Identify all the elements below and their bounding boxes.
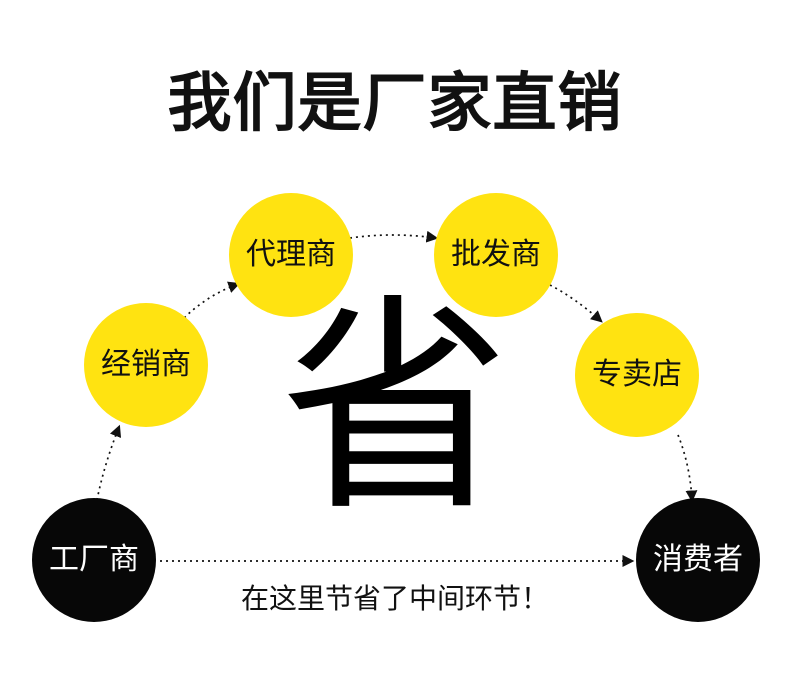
page-title: 我们是厂家直销 xyxy=(167,67,623,141)
arrow-agent-to-wholesaler xyxy=(349,230,439,243)
node-consumer-label: 消费者 xyxy=(653,542,743,577)
node-consumer: 消费者 xyxy=(636,498,760,622)
footer-caption: 在这里节省了中间环节！ xyxy=(240,582,549,615)
arrow-factory-to-distributor xyxy=(96,424,122,501)
arrow-wholesaler-to-store xyxy=(549,284,603,323)
node-factory: 工厂商 xyxy=(32,498,156,622)
node-factory-label: 工厂商 xyxy=(49,542,139,577)
node-agent-label: 代理商 xyxy=(246,237,336,272)
node-store: 专卖店 xyxy=(575,313,699,437)
arrow-store-to-consumer xyxy=(677,434,698,503)
center-save-char: 省 xyxy=(279,276,510,543)
node-distributor: 经销商 xyxy=(84,303,208,427)
node-distributor-label: 经销商 xyxy=(101,347,191,382)
node-agent: 代理商 xyxy=(229,193,353,317)
arrow-distributor-to-agent xyxy=(179,281,241,323)
node-wholesaler-label: 批发商 xyxy=(451,237,541,272)
node-store-label: 专卖店 xyxy=(592,357,682,392)
node-wholesaler: 批发商 xyxy=(434,193,558,317)
